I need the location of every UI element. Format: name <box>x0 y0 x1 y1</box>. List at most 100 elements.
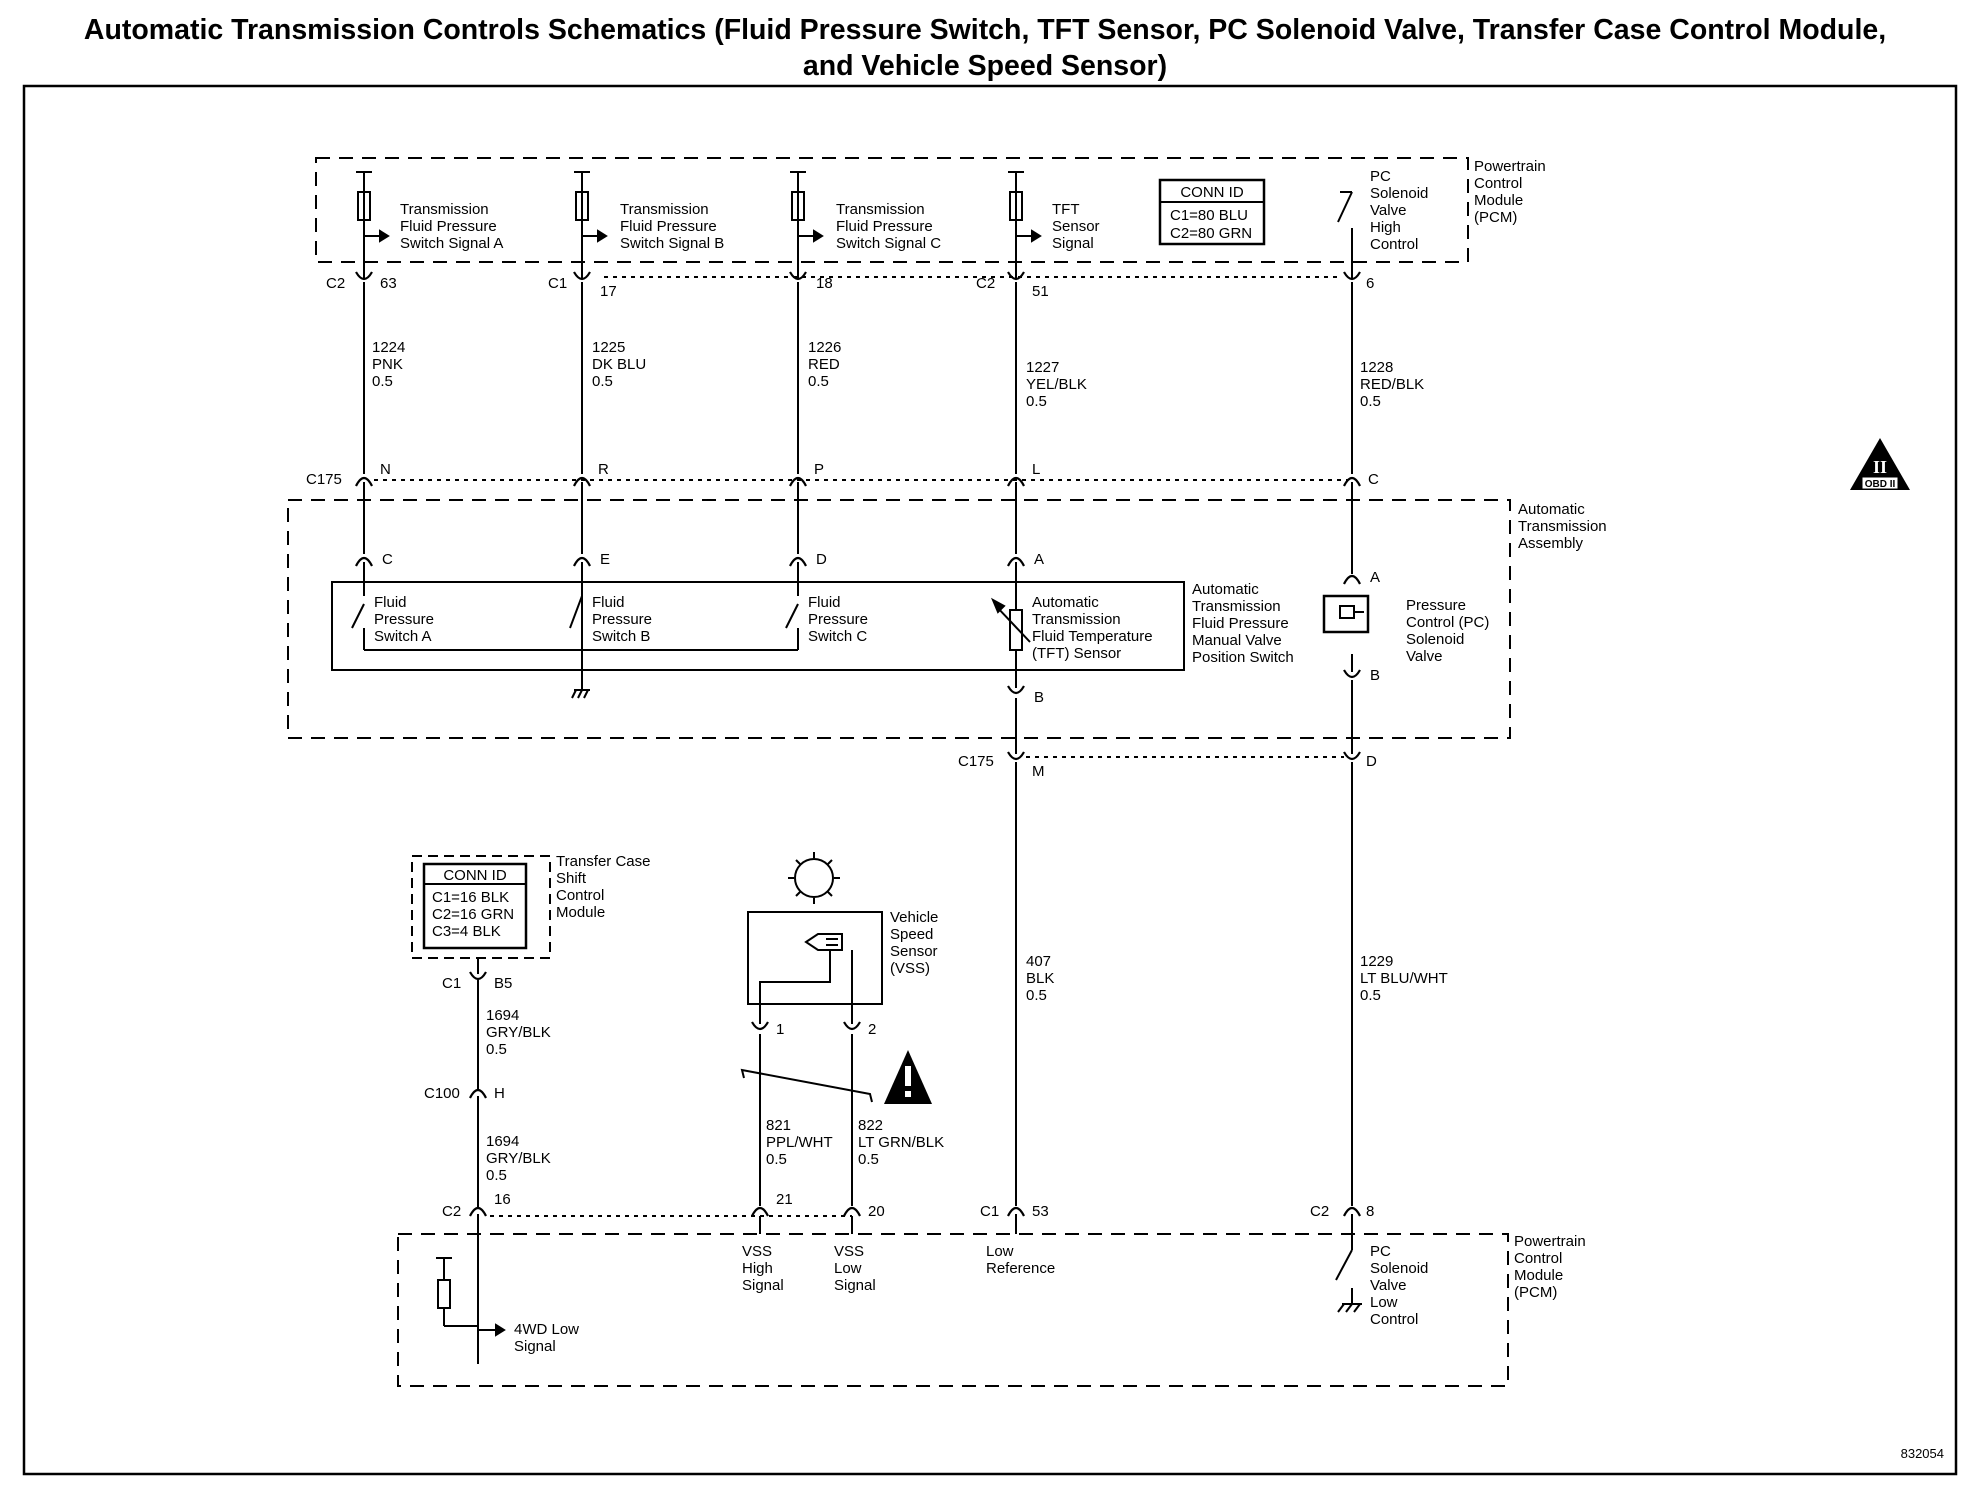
svg-text:6: 6 <box>1366 275 1374 292</box>
svg-text:Transmission: Transmission <box>1518 518 1607 535</box>
svg-text:C1: C1 <box>442 975 461 992</box>
svg-text:16: 16 <box>494 1191 511 1208</box>
svg-text:(PCM): (PCM) <box>1474 209 1517 226</box>
svg-text:Fluid Pressure: Fluid Pressure <box>1192 615 1289 632</box>
obd-ii-badge-icon: II OBD II <box>1850 438 1910 490</box>
svg-text:C1=80 BLU: C1=80 BLU <box>1170 207 1248 224</box>
svg-text:PC: PC <box>1370 168 1391 185</box>
svg-text:Transfer Case: Transfer Case <box>556 853 650 870</box>
svg-text:Valve: Valve <box>1370 202 1406 219</box>
switch-c-label: Fluid Pressure Switch C <box>808 594 868 645</box>
pcm-resistor-a-icon <box>356 171 390 243</box>
svg-text:Sensor: Sensor <box>890 943 938 960</box>
svg-text:C: C <box>1368 471 1379 488</box>
pcm-resistor-tft-icon <box>1008 171 1042 243</box>
tccm-connector: C1 B5 <box>442 975 512 992</box>
svg-text:407: 407 <box>1026 953 1051 970</box>
wire-1224-label: 1224 PNK 0.5 <box>372 339 405 390</box>
svg-text:21: 21 <box>776 1191 793 1208</box>
svg-text:C100: C100 <box>424 1085 460 1102</box>
svg-text:C2: C2 <box>976 275 995 292</box>
svg-text:Transmission: Transmission <box>1032 611 1121 628</box>
svg-text:0.5: 0.5 <box>1026 987 1047 1004</box>
vss-pins: 1 2 <box>776 1021 876 1038</box>
signal-label-4wd-low: 4WD Low Signal <box>514 1321 579 1355</box>
fluid-pressure-switch-c-icon <box>785 580 799 650</box>
svg-text:Fluid: Fluid <box>592 594 625 611</box>
svg-text:Fluid Pressure: Fluid Pressure <box>836 218 933 235</box>
svg-text:Automatic: Automatic <box>1032 594 1099 611</box>
svg-text:Control: Control <box>1514 1250 1562 1267</box>
signal-label-pc-low: PC Solenoid Valve Low Control <box>1370 1243 1428 1328</box>
svg-text:Vehicle: Vehicle <box>890 909 938 926</box>
svg-text:Low: Low <box>1370 1294 1398 1311</box>
svg-text:53: 53 <box>1032 1203 1049 1220</box>
svg-text:Transmission: Transmission <box>1192 598 1281 615</box>
svg-text:A: A <box>1034 551 1044 568</box>
svg-text:0.5: 0.5 <box>1360 987 1381 1004</box>
svg-text:PPL/WHT: PPL/WHT <box>766 1134 833 1151</box>
signal-label-fps-c: Transmission Fluid Pressure Switch Signa… <box>836 201 941 252</box>
svg-text:Control: Control <box>1370 236 1418 253</box>
pc-solenoid-valve-icon <box>1322 594 1370 634</box>
svg-text:Switch B: Switch B <box>592 628 650 645</box>
svg-text:1: 1 <box>776 1021 784 1038</box>
svg-text:C2: C2 <box>326 275 345 292</box>
svg-text:Position Switch: Position Switch <box>1192 649 1294 666</box>
wire-1694-b-label: 1694 GRY/BLK 0.5 <box>486 1133 551 1184</box>
signal-label-vss-high: VSS High Signal <box>742 1243 784 1294</box>
svg-text:TFT: TFT <box>1052 201 1080 218</box>
svg-text:Fluid Pressure: Fluid Pressure <box>620 218 717 235</box>
svg-text:Low: Low <box>986 1243 1014 1260</box>
svg-text:51: 51 <box>1032 283 1049 300</box>
wire-1225-label: 1225 DK BLU 0.5 <box>592 339 646 390</box>
svg-text:Reference: Reference <box>986 1260 1055 1277</box>
pcm-bottom-boundary <box>397 1233 1509 1387</box>
signal-label-pc-high: PC Solenoid Valve High Control <box>1370 168 1428 253</box>
svg-text:H: H <box>494 1085 505 1102</box>
wire-407-label: 407 BLK 0.5 <box>1026 953 1054 1004</box>
tccm-resistor-icon <box>436 1257 506 1337</box>
svg-text:Fluid Temperature: Fluid Temperature <box>1032 628 1153 645</box>
tccm-boundary <box>411 855 551 959</box>
tft-sensor-label: Automatic Transmission Fluid Temperature… <box>1032 594 1153 662</box>
svg-text:1226: 1226 <box>808 339 841 356</box>
svg-text:Fluid: Fluid <box>374 594 407 611</box>
svg-text:1227: 1227 <box>1026 359 1059 376</box>
svg-text:17: 17 <box>600 283 617 300</box>
svg-text:Solenoid: Solenoid <box>1370 185 1428 202</box>
svg-text:C3=4 BLK: C3=4 BLK <box>432 923 501 940</box>
svg-text:C1: C1 <box>980 1203 999 1220</box>
svg-text:DK BLU: DK BLU <box>592 356 646 373</box>
svg-text:Powertrain: Powertrain <box>1514 1233 1586 1250</box>
svg-text:B: B <box>1370 667 1380 684</box>
fluid-pressure-switch-a-icon <box>351 580 365 650</box>
svg-text:Pressure: Pressure <box>374 611 434 628</box>
svg-text:VSS: VSS <box>742 1243 772 1260</box>
svg-text:8: 8 <box>1366 1203 1374 1220</box>
wire-1694-a-label: 1694 GRY/BLK 0.5 <box>486 1007 551 1058</box>
svg-text:Signal: Signal <box>742 1277 784 1294</box>
svg-text:0.5: 0.5 <box>766 1151 787 1168</box>
wire-822-label: 822 LT GRN/BLK 0.5 <box>858 1117 944 1168</box>
svg-text:Control: Control <box>1370 1311 1418 1328</box>
signal-label-fps-a: Transmission Fluid Pressure Switch Signa… <box>400 201 503 252</box>
signal-label-tft: TFT Sensor Signal <box>1052 201 1100 252</box>
svg-text:0.5: 0.5 <box>1360 393 1381 410</box>
assembly-pins: C E D A A B B <box>382 551 1380 706</box>
pcm-resistor-c-icon <box>790 171 824 243</box>
svg-text:Automatic: Automatic <box>1192 581 1259 598</box>
svg-text:Valve: Valve <box>1370 1277 1406 1294</box>
title-line-1: Automatic Transmission Controls Schemati… <box>83 14 1887 46</box>
svg-text:Shift: Shift <box>556 870 587 887</box>
svg-text:Automatic: Automatic <box>1518 501 1585 518</box>
svg-text:Pressure: Pressure <box>592 611 652 628</box>
c175-bottom-connector: C175 M D <box>958 753 1377 780</box>
svg-text:0.5: 0.5 <box>592 373 613 390</box>
svg-text:63: 63 <box>380 275 397 292</box>
svg-text:Transmission: Transmission <box>836 201 925 218</box>
svg-text:N: N <box>380 461 391 478</box>
svg-text:1228: 1228 <box>1360 359 1393 376</box>
svg-text:LT GRN/BLK: LT GRN/BLK <box>858 1134 944 1151</box>
wire-1226-label: 1226 RED 0.5 <box>808 339 841 390</box>
